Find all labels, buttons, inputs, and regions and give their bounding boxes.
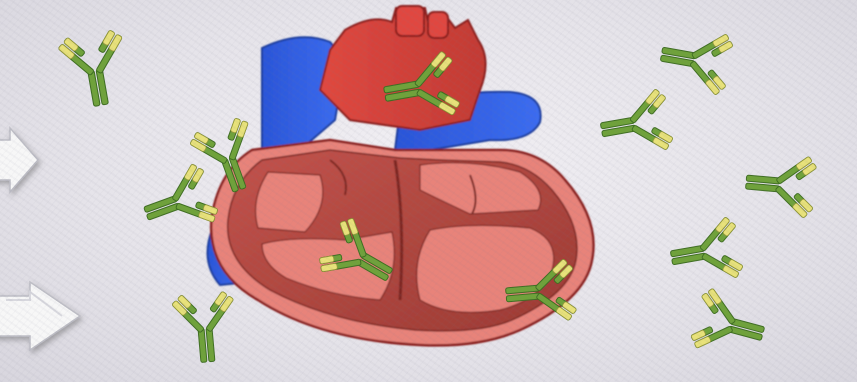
antibody-icon: [688, 286, 771, 364]
antibody-icon: [666, 215, 745, 288]
arrow-right-icon: [0, 128, 38, 192]
antibody-icon: [56, 28, 133, 111]
antibody-icon: [596, 87, 675, 160]
antibody-icon: [743, 151, 817, 219]
antibody-icon: [135, 161, 221, 243]
antibody-icon: [171, 290, 239, 364]
arrow-right-icon: [0, 282, 80, 350]
antibody-icon: [656, 23, 735, 96]
